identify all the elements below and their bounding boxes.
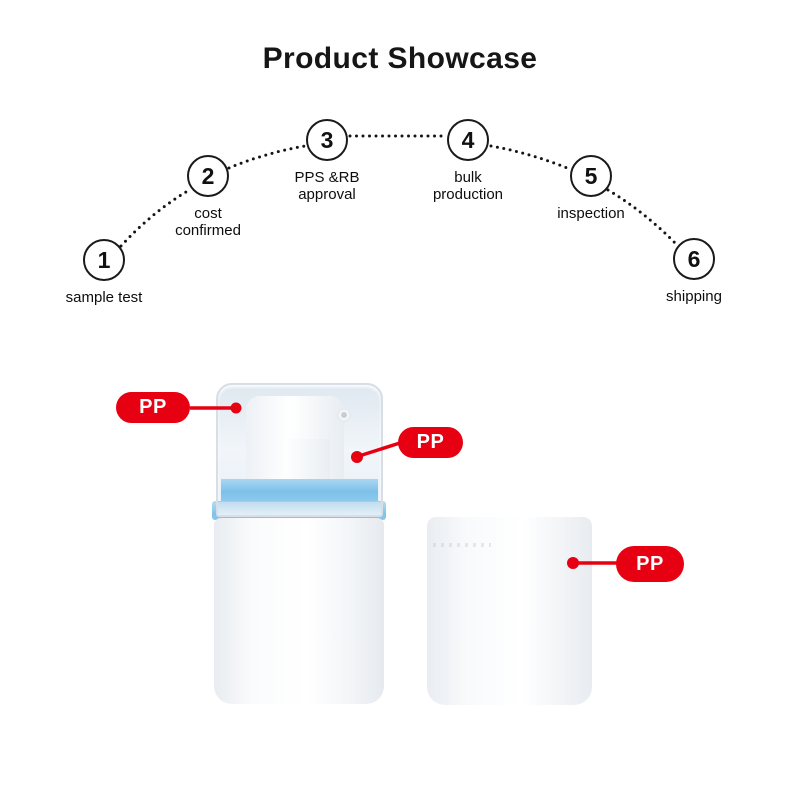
overcap-faint-dots bbox=[433, 543, 491, 547]
process-step-3: 3 PPS &RB approval bbox=[267, 119, 387, 204]
step-number-badge: 3 bbox=[306, 119, 348, 161]
step-label: cost confirmed bbox=[175, 205, 241, 239]
step-label: sample test bbox=[65, 289, 143, 306]
bottle-transparent-overcap bbox=[216, 383, 383, 517]
bottle-body bbox=[214, 518, 384, 704]
process-step-5: 5 inspection bbox=[531, 155, 651, 223]
step-number: 2 bbox=[201, 162, 215, 189]
detached-white-overcap bbox=[427, 517, 592, 705]
step-number: 3 bbox=[320, 126, 334, 153]
step-label: shipping bbox=[666, 288, 722, 305]
step-number: 5 bbox=[584, 162, 598, 189]
step-number-badge: 2 bbox=[187, 155, 229, 197]
blue-band bbox=[221, 479, 378, 502]
pump-nozzle-hole bbox=[336, 407, 352, 423]
step-number: 1 bbox=[97, 246, 111, 273]
process-step-6: 6 shipping bbox=[634, 238, 754, 306]
material-label-pp-2: PP bbox=[398, 427, 463, 458]
step-number: 6 bbox=[687, 245, 701, 272]
step-number-badge: 5 bbox=[570, 155, 612, 197]
step-number-badge: 6 bbox=[673, 238, 715, 280]
step-label: bulk production bbox=[432, 169, 504, 203]
step-label: inspection bbox=[557, 205, 625, 222]
process-step-1: 1 sample test bbox=[44, 239, 164, 307]
step-label: PPS &RB approval bbox=[294, 169, 360, 203]
process-step-4: 4 bulk production bbox=[408, 119, 528, 204]
material-label-pp-1: PP bbox=[116, 392, 190, 423]
step-number: 4 bbox=[461, 126, 475, 153]
step-number-badge: 4 bbox=[447, 119, 489, 161]
process-step-2: 2 cost confirmed bbox=[148, 155, 268, 240]
cap-bottom-rim bbox=[218, 501, 381, 515]
page-title: Product Showcase bbox=[262, 42, 538, 75]
step-number-badge: 1 bbox=[83, 239, 125, 281]
material-label-pp-3: PP bbox=[616, 546, 684, 582]
